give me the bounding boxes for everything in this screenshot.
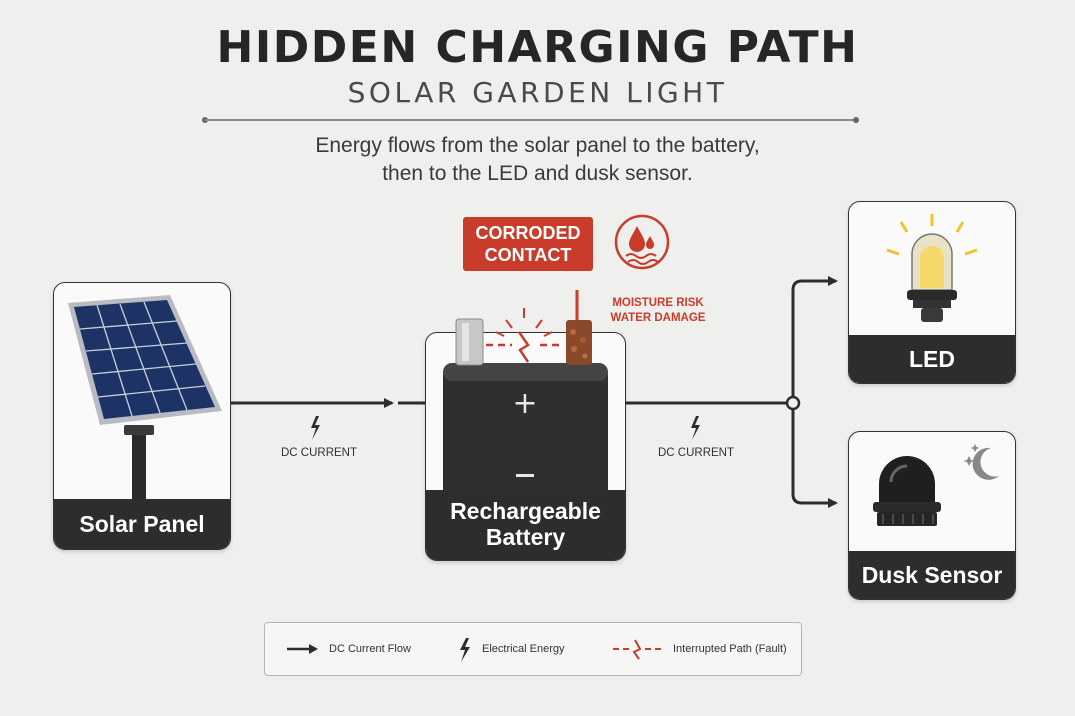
lightning-icon <box>311 416 320 440</box>
fault-spark-icon <box>486 308 564 363</box>
corroded-line-2: CONTACT <box>484 245 572 265</box>
corroded-contact-callout: CORRODED CONTACT <box>463 217 593 271</box>
legend-fault-label: Interrupted Path (Fault) <box>673 643 787 655</box>
corroded-line-1: CORRODED <box>475 223 581 243</box>
dusk-sensor-card: Dusk Sensor <box>848 431 1016 600</box>
battery-minus-sign <box>516 474 534 477</box>
moisture-line-2: WATER DAMAGE <box>610 312 706 324</box>
divider-dot-right <box>853 117 859 123</box>
battery-terminals <box>455 290 592 366</box>
lightning-icon <box>691 416 700 440</box>
legend-energy-label: Electrical Energy <box>482 643 565 655</box>
legend-arrow-icon <box>287 644 318 654</box>
positive-terminal <box>455 318 484 366</box>
solar-panel-card: Solar Panel <box>53 282 231 550</box>
battery-label-line-1: Rechargeable <box>450 498 601 524</box>
legend-fault-icon <box>613 639 663 660</box>
page-subtitle: SOLAR GARDEN LIGHT <box>347 76 728 109</box>
water-drop-icon <box>614 214 670 270</box>
led-label: LED <box>849 335 1015 383</box>
legend-lightning-icon <box>460 638 470 662</box>
battery-label: Rechargeable Battery <box>426 490 625 560</box>
moisture-risk-callout: MOISTURE RISK WATER DAMAGE <box>603 296 713 326</box>
sensor-icon <box>873 444 999 526</box>
divider <box>205 119 855 121</box>
dusk-sensor-label: Dusk Sensor <box>849 551 1015 599</box>
battery-card: + Rechargeable Battery <box>425 332 626 561</box>
flow-arrow-to-led <box>791 276 838 397</box>
intro-text: Energy flows from the solar panel to the… <box>0 132 1075 188</box>
corroded-terminal <box>566 320 592 365</box>
solar-panel-label: Solar Panel <box>54 499 230 549</box>
battery-plus-sign: + <box>512 386 537 421</box>
legend-flow-label: DC Current Flow <box>329 643 411 655</box>
intro-line-1: Energy flows from the solar panel to the… <box>315 134 760 157</box>
intro-line-2: then to the LED and dusk sensor. <box>382 162 693 185</box>
moisture-line-1: MOISTURE RISK <box>612 297 704 309</box>
battery-icon: + <box>443 363 608 503</box>
dc-current-label-left: DC CURRENT <box>280 447 358 459</box>
led-card: LED <box>848 201 1016 384</box>
dc-current-label-right: DC CURRENT <box>657 447 735 459</box>
bulb-icon <box>886 214 978 322</box>
legend: DC Current Flow Electrical Energy Interr… <box>264 622 802 676</box>
junction-node <box>785 395 801 411</box>
page-title: HIDDEN CHARGING PATH <box>216 22 859 73</box>
flow-arrow-to-sensor <box>791 409 838 508</box>
solar-panel-icon <box>68 295 222 511</box>
battery-label-line-2: Battery <box>485 524 566 550</box>
moon-icon <box>963 444 999 480</box>
